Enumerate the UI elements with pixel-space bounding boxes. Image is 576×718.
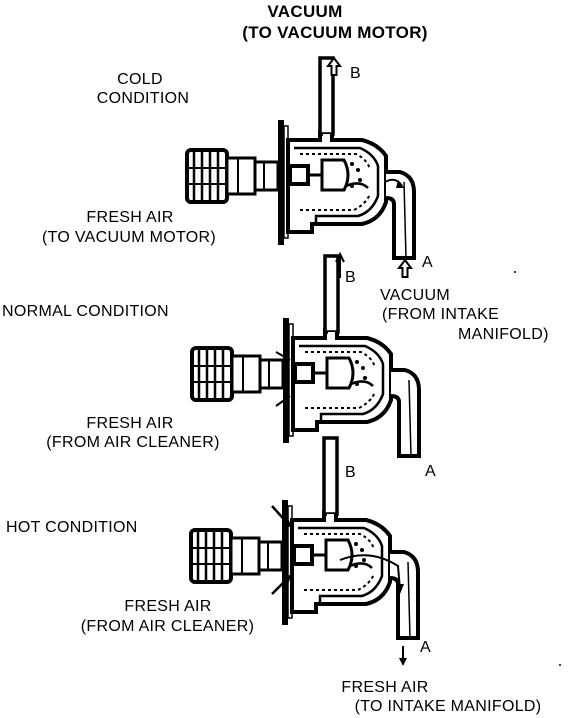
vacuum-source-line-3: MANIFOLD): [458, 326, 549, 343]
vacuum-source-line-2: (FROM INTAKE: [382, 306, 500, 323]
cold-port-a-arrow-icon: [398, 259, 412, 278]
title-line-1: VACUUM: [267, 2, 343, 21]
hot-fresh-air-line-2: (FROM AIR CLEANER): [80, 618, 255, 635]
hot-heading: HOT CONDITION: [6, 519, 138, 536]
vacuum-source-line-1: VACUUM: [380, 287, 450, 304]
normal-heading: NORMAL CONDITION: [2, 303, 169, 320]
cold-port-b-label: B: [350, 65, 361, 82]
title-line-2: (TO VACUUM MOTOR): [242, 23, 428, 42]
normal-fresh-air-line-2: (FROM AIR CLEANER): [46, 434, 220, 451]
cold-fresh-air-line-2: (TO VACUUM MOTOR): [42, 229, 216, 246]
cold-port-a-label: A: [422, 254, 433, 271]
normal-valve: [190, 254, 421, 458]
normal-port-b-label: B: [345, 269, 356, 286]
hot-port-b-label: B: [345, 464, 356, 481]
normal-port-a-label: A: [425, 463, 436, 480]
cold-valve: [185, 56, 416, 260]
intake-destination-line-1: FRESH AIR: [341, 679, 429, 696]
hot-valve: [189, 436, 420, 640]
normal-fresh-air-line-1: FRESH AIR: [86, 415, 174, 432]
normal-fresh-air-arrow-icon: [275, 351, 291, 361]
cold-fresh-air-line-1: FRESH AIR: [86, 209, 174, 226]
hot-port-a-label: A: [420, 639, 431, 656]
hot-fresh-air-line-1: FRESH AIR: [124, 598, 212, 615]
cold-heading-line-2: CONDITION: [96, 90, 190, 107]
hot-internal-flow-arrow-icon: [339, 554, 401, 591]
intake-destination-line-2: (TO INTAKE MANIFOLD): [354, 698, 542, 715]
cold-heading-line-1: COLD: [117, 71, 163, 88]
